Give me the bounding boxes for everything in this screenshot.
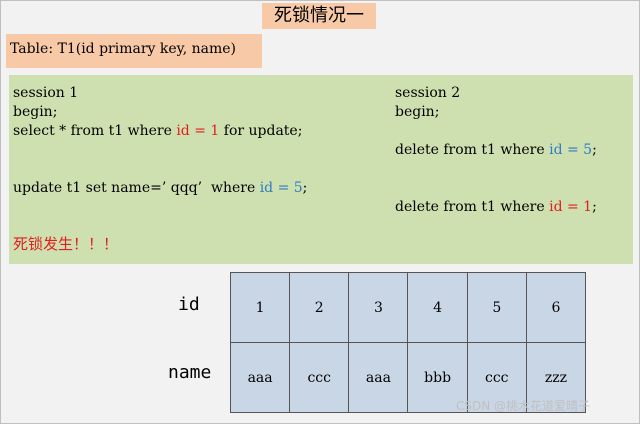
update-prefix: update t1 set name=’ qqq’ where [13,180,260,196]
name-row: aaa ccc aaa bbb ccc zzz [229,342,587,413]
id-cell: 6 [525,272,587,343]
diagram-title: 死锁情况一 [262,3,376,29]
delete2-suffix: ; [592,199,597,215]
delete1-prefix: delete from t1 where [395,142,550,158]
update-condition: id = 5 [259,180,303,196]
session1-update-statement: update t1 set name=’ qqq’ where id = 5; [13,180,307,196]
name-cell: zzz [525,342,587,413]
delete1-suffix: ; [592,142,597,158]
name-row-label: name [168,362,212,383]
name-cell: ccc [289,342,350,413]
id-cell: 1 [229,272,291,343]
records-table: 1 2 3 4 5 6 aaa ccc aaa bbb ccc zzz [229,272,587,413]
name-cell: aaa [348,342,409,413]
select-condition: id = 1 [176,123,220,139]
id-cell: 4 [407,272,468,343]
watermark: CSDN @桃木花道爱晴子 [456,399,591,413]
select-prefix: select * from t1 where [13,123,177,139]
delete2-prefix: delete from t1 where [395,199,550,215]
id-cell: 2 [289,272,350,343]
session2-delete-statement-2: delete from t1 where id = 1; [395,199,597,215]
name-cell: aaa [229,342,291,413]
session2-begin: begin; [395,104,440,120]
update-suffix: ; [302,180,308,196]
name-cell: bbb [407,342,468,413]
session2-header: session 2 [395,85,461,101]
deadlock-message: 死锁发生！！！ [13,235,119,253]
session1-select-statement: select * from t1 where id = 1 for update… [13,123,302,139]
delete2-condition: id = 1 [549,199,593,215]
table-definition: Table: T1(id primary key, name) [6,34,262,68]
id-cell: 3 [348,272,409,343]
session1-begin: begin; [13,104,58,120]
id-row: 1 2 3 4 5 6 [229,272,587,343]
session1-header: session 1 [13,85,79,101]
sessions-panel: session 1 session 2 begin; begin; select… [9,75,633,264]
delete1-condition: id = 5 [549,142,593,158]
id-cell: 5 [466,272,527,343]
id-row-label: id [178,294,200,315]
session2-delete-statement-1: delete from t1 where id = 5; [395,142,597,158]
select-suffix: for update; [219,123,303,139]
